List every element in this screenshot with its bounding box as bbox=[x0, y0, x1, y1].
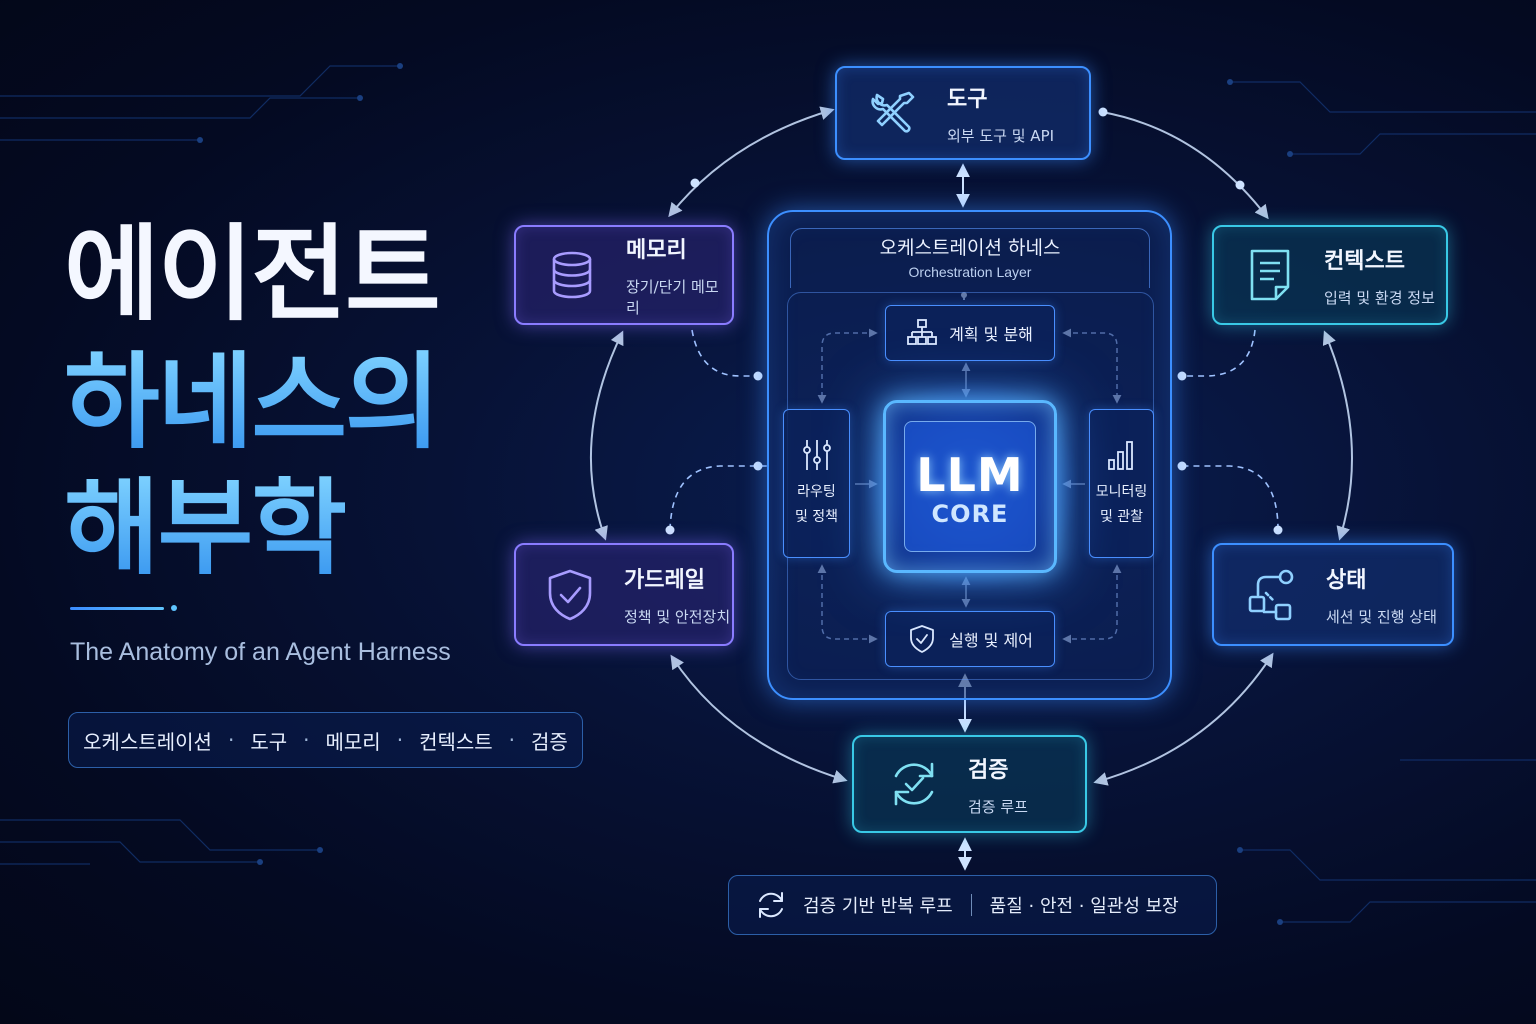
routing-module: 라우팅 및 정책 bbox=[783, 409, 850, 558]
core-label: CORE bbox=[931, 500, 1009, 528]
plan-label: 계획 및 분해 bbox=[949, 325, 1033, 344]
keyword-separator: · bbox=[227, 728, 235, 752]
orchestration-title: 오케스트레이션 하네스 bbox=[879, 237, 1061, 259]
footer-right-text: 품질 · 안전 · 일관성 보장 bbox=[989, 896, 1179, 917]
tools-subtitle: 외부 도구 및 API bbox=[947, 126, 1055, 145]
keyword: 메모리 bbox=[325, 729, 381, 754]
memory-subtitle: 장기/단기 메모리 bbox=[626, 278, 719, 317]
footer-left-text: 검증 기반 반복 루프 bbox=[803, 896, 953, 917]
memory-card: 메모리 장기/단기 메모리 bbox=[514, 225, 734, 325]
monitor-label-1: 모니터링 bbox=[1095, 483, 1148, 500]
llm-core-die bbox=[904, 421, 1036, 552]
routing-label-1: 라우팅 bbox=[797, 483, 836, 500]
guardrail-title: 가드레일 bbox=[624, 568, 705, 593]
shield-check-icon bbox=[910, 625, 935, 653]
background-circuit bbox=[0, 65, 1536, 923]
subtitle-english: The Anatomy of an Agent Harness bbox=[70, 638, 451, 666]
verify-card: 검증 검증 루프 bbox=[852, 735, 1087, 833]
routing-label-2: 및 정책 bbox=[794, 508, 839, 525]
outer-ring bbox=[589, 106, 1353, 786]
refresh-icon bbox=[759, 892, 783, 918]
tools-card: 도구 외부 도구 및 API bbox=[835, 66, 1091, 160]
tools-title: 도구 bbox=[947, 86, 988, 112]
monitor-module: 모니터링 및 관찰 bbox=[1089, 409, 1154, 558]
dashed-connectors bbox=[669, 329, 1279, 531]
state-title: 상태 bbox=[1326, 568, 1367, 593]
verify-title: 검증 bbox=[968, 757, 1009, 783]
database-icon bbox=[552, 251, 592, 299]
keyword-separator: · bbox=[508, 728, 516, 752]
keyword-separator: · bbox=[396, 728, 404, 752]
state-card: 상태 세션 및 진행 상태 bbox=[1212, 543, 1454, 646]
footer-divider bbox=[970, 894, 972, 916]
title-line-2: 하네스의 bbox=[64, 341, 441, 463]
document-icon bbox=[1250, 249, 1290, 301]
title-line-3: 해부학 bbox=[64, 467, 347, 589]
state-subtitle: 세션 및 진행 상태 bbox=[1326, 608, 1437, 626]
hierarchy-icon bbox=[907, 319, 938, 345]
execute-module: 실행 및 제어 bbox=[885, 611, 1055, 667]
title-line-1: 에이전트 bbox=[64, 213, 441, 335]
orchestration-subtitle: Orchestration Layer bbox=[908, 264, 1032, 280]
keyword: 컨텍스트 bbox=[419, 729, 493, 754]
monitor-label-2: 및 관찰 bbox=[1099, 508, 1144, 525]
verify-subtitle: 검증 루프 bbox=[968, 797, 1028, 816]
workflow-icon bbox=[1248, 569, 1294, 620]
title-divider bbox=[70, 607, 164, 610]
wrench-screwdriver-icon bbox=[871, 91, 915, 133]
sliders-icon bbox=[802, 439, 831, 470]
context-title: 컨텍스트 bbox=[1324, 248, 1405, 274]
keyword: 검증 bbox=[531, 729, 568, 754]
bar-chart-icon bbox=[1107, 440, 1133, 470]
llm-core-label: LLM bbox=[916, 448, 1024, 502]
shield-check-icon bbox=[548, 569, 592, 620]
keyword: 오케스트레이션 bbox=[83, 729, 212, 754]
guardrail-card: 가드레일 정책 및 안전장치 bbox=[514, 543, 734, 646]
keyword-pill: 오케스트레이션 · 도구 · 메모리 · 컨텍스트 · 검증 bbox=[68, 712, 583, 768]
context-subtitle: 입력 및 환경 정보 bbox=[1324, 288, 1435, 307]
refresh-check-icon bbox=[894, 762, 934, 806]
verification-loop-bar: 검증 기반 반복 루프 품질 · 안전 · 일관성 보장 bbox=[728, 875, 1217, 935]
orchestration-header: 오케스트레이션 하네스 Orchestration Layer bbox=[790, 228, 1150, 288]
keyword: 도구 bbox=[250, 729, 288, 754]
memory-title: 메모리 bbox=[626, 238, 687, 263]
keyword-separator: · bbox=[303, 728, 310, 752]
execute-label: 실행 및 제어 bbox=[949, 631, 1033, 650]
plan-module: 계획 및 분해 bbox=[885, 305, 1055, 361]
title-divider-dot bbox=[171, 605, 177, 611]
guardrail-subtitle: 정책 및 안전장치 bbox=[624, 608, 731, 626]
context-card: 컨텍스트 입력 및 환경 정보 bbox=[1212, 225, 1448, 325]
